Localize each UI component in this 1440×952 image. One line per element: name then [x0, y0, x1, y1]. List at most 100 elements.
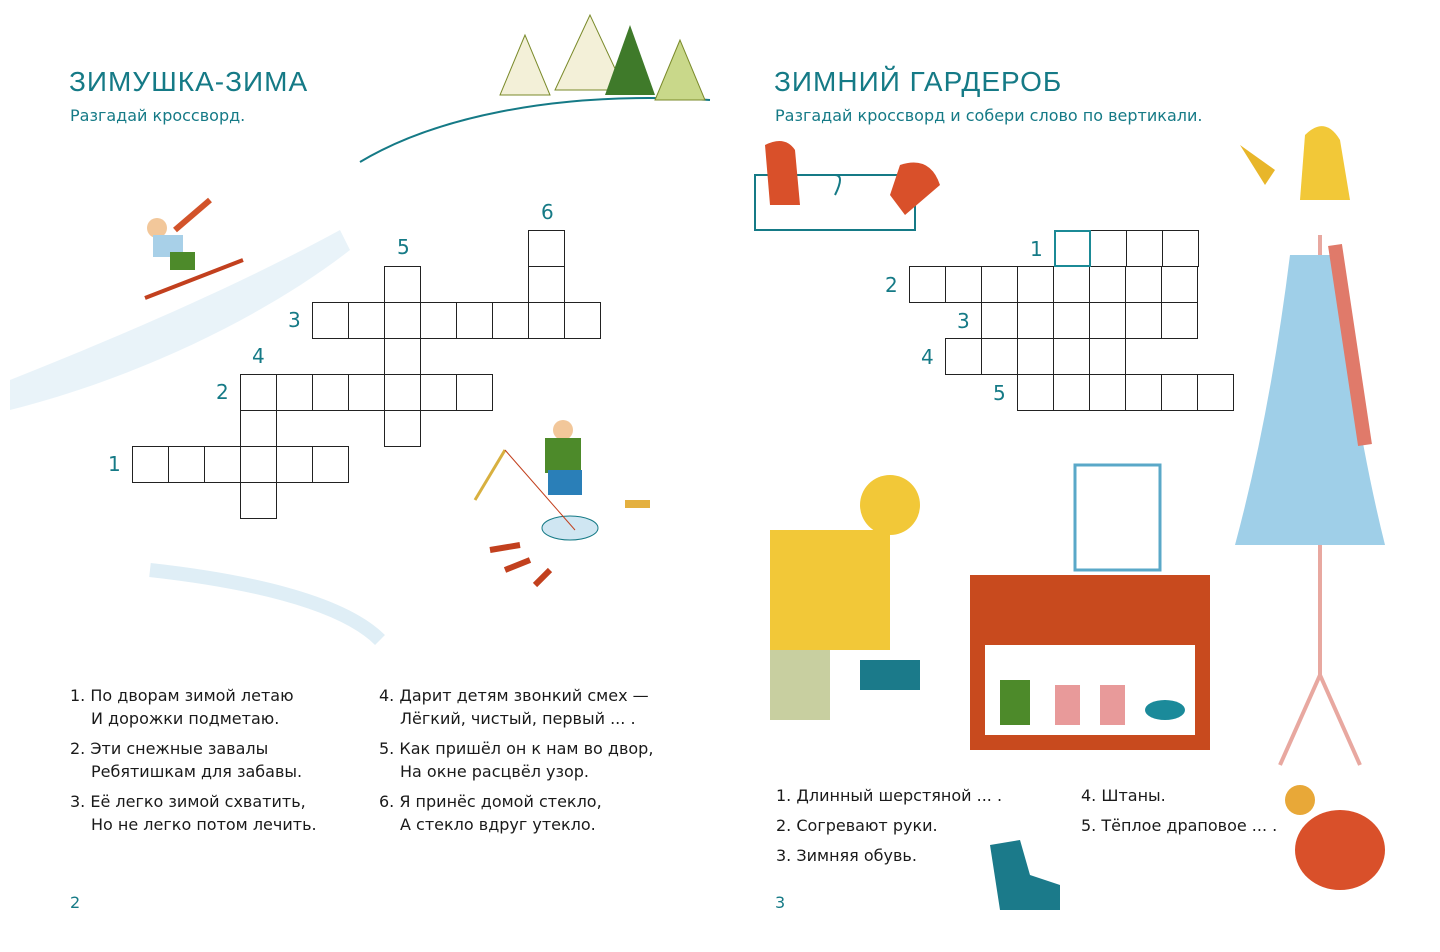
clue-6: 6. Я принёс домой стекло, А стекло вдруг … — [379, 790, 602, 836]
crossword-cell[interactable] — [132, 446, 169, 483]
clue-number-4: 4 — [921, 345, 934, 369]
clue-number-1: 1 — [108, 452, 121, 476]
crossword-cell[interactable] — [1053, 302, 1090, 339]
crossword-cell[interactable] — [384, 266, 421, 303]
coat-rack-illustration — [1235, 126, 1385, 766]
clue-5: 5. Как пришёл он к нам во двор, На окне р… — [379, 737, 653, 783]
crossword-cell[interactable] — [276, 374, 313, 411]
crossword-cell[interactable] — [1017, 302, 1054, 339]
crossword-cell[interactable] — [1089, 338, 1126, 375]
crossword-cell[interactable] — [312, 374, 349, 411]
crossword-cell[interactable] — [204, 446, 241, 483]
crossword-cell[interactable] — [168, 446, 205, 483]
mittens-on-hook-illustration — [754, 141, 940, 231]
crossword-cell[interactable] — [312, 302, 349, 339]
crossword-cell[interactable] — [1125, 302, 1162, 339]
crossword-cell[interactable] — [528, 302, 565, 339]
crossword-cell[interactable] — [1089, 302, 1126, 339]
clue-line: 2. Эти снежные завалы — [70, 739, 269, 758]
crossword-cell[interactable] — [1197, 374, 1234, 411]
clue-line: Лёгкий, чистый, первый ... . — [400, 709, 636, 728]
crossword-cell[interactable] — [456, 374, 493, 411]
crossword-cell[interactable] — [1017, 266, 1054, 303]
crossword-cell[interactable] — [240, 374, 277, 411]
crossword-cell[interactable] — [528, 230, 565, 267]
crossword-cell[interactable] — [384, 302, 421, 339]
clue-number-5: 5 — [993, 381, 1006, 405]
crossword-cell[interactable] — [348, 302, 385, 339]
crossword-cell[interactable] — [348, 374, 385, 411]
snowy-hill-trees-illustration — [359, 13, 711, 163]
clue-4: 4. Штаны. — [1081, 786, 1166, 805]
crossword-cell[interactable] — [456, 302, 493, 339]
clue-line: 1. По дворам зимой летаю — [70, 686, 294, 705]
skier-illustration — [144, 197, 244, 300]
crossword-cell[interactable] — [528, 266, 565, 303]
crossword-cell[interactable] — [1126, 230, 1163, 267]
crossword-cell[interactable] — [420, 374, 457, 411]
crossword-cell[interactable] — [1054, 230, 1091, 267]
clue-number-3: 3 — [957, 309, 970, 333]
crossword-cell[interactable] — [945, 266, 982, 303]
crossword-cell[interactable] — [981, 338, 1018, 375]
clue-1: 1. Длинный шерстяной ... . — [776, 786, 1003, 805]
crossword-cell[interactable] — [384, 338, 421, 375]
crossword-cell[interactable] — [1161, 374, 1198, 411]
clue-2: 2. Согревают руки. — [776, 816, 938, 835]
clue-line: На окне расцвёл узор. — [400, 762, 590, 781]
clue-line: 5. Как пришёл он к нам во двор, — [379, 739, 654, 758]
crossword-cell[interactable] — [909, 266, 946, 303]
crossword-cell[interactable] — [1053, 374, 1090, 411]
crossword-cell[interactable] — [1017, 374, 1054, 411]
crossword-cell[interactable] — [1162, 230, 1199, 267]
crossword-cell[interactable] — [1089, 266, 1126, 303]
crossword-cell[interactable] — [1053, 338, 1090, 375]
clue-line: Ребятишкам для забавы. — [91, 762, 303, 781]
crossword-cell[interactable] — [276, 446, 313, 483]
clue-line: 6. Я принёс домой стекло, — [379, 792, 602, 811]
dog-illustration — [1285, 785, 1385, 890]
crossword-cell[interactable] — [1090, 230, 1127, 267]
crossword-cell[interactable] — [564, 302, 601, 339]
boot-illustration — [990, 840, 1060, 910]
page-title: ЗИМУШКА-ЗИМА — [69, 66, 309, 97]
clue-number-6: 6 — [541, 200, 554, 224]
crossword-cell[interactable] — [1125, 266, 1162, 303]
clue-3: 3. Зимняя обувь. — [776, 846, 917, 865]
snow-slope-illustration — [10, 230, 350, 410]
crossword-cell[interactable] — [312, 446, 349, 483]
crossword-cell[interactable] — [1161, 302, 1198, 339]
crossword-cell[interactable] — [1089, 374, 1126, 411]
clue-number-1: 1 — [1030, 237, 1043, 261]
clue-number-2: 2 — [216, 380, 229, 404]
crossword-cell[interactable] — [240, 482, 277, 519]
clue-number-4: 4 — [252, 344, 265, 368]
crossword-cell[interactable] — [1017, 338, 1054, 375]
crossword-cell[interactable] — [240, 446, 277, 483]
crossword-cell[interactable] — [384, 410, 421, 447]
crossword-cell[interactable] — [420, 302, 457, 339]
clue-3: 3. Её легко зимой схватить,Но не легко п… — [70, 790, 317, 836]
crossword-cell[interactable] — [240, 410, 277, 447]
crossword-cell[interactable] — [1053, 266, 1090, 303]
page-title: ЗИМНИЙ ГАРДЕРОБ — [774, 66, 1063, 97]
page-number: 2 — [70, 893, 81, 912]
ice-fisher-illustration — [473, 420, 650, 588]
crossword-cell[interactable] — [492, 302, 529, 339]
crossword-cell[interactable] — [981, 266, 1018, 303]
crossword-cell[interactable] — [1161, 266, 1198, 303]
right-page: ЗИМНИЙ ГАРДЕРОБ Разгадай кроссворд и соб… — [720, 0, 1440, 952]
clue-4: 4. Дарит детям звонкий смех —Лёгкий, чис… — [379, 684, 649, 730]
page-subtitle: Разгадай кроссворд и собери слово по вер… — [775, 106, 1203, 125]
crossword-cell[interactable] — [945, 338, 982, 375]
clue-line: А стекло вдруг утекло. — [400, 815, 596, 834]
child-dresser-illustration — [770, 463, 1210, 750]
crossword-cell[interactable] — [384, 374, 421, 411]
clue-5: 5. Тёплое драповое ... . — [1081, 816, 1278, 835]
clue-number-2: 2 — [885, 273, 898, 297]
crossword-cell[interactable] — [1125, 374, 1162, 411]
crossword-cell[interactable] — [981, 302, 1018, 339]
